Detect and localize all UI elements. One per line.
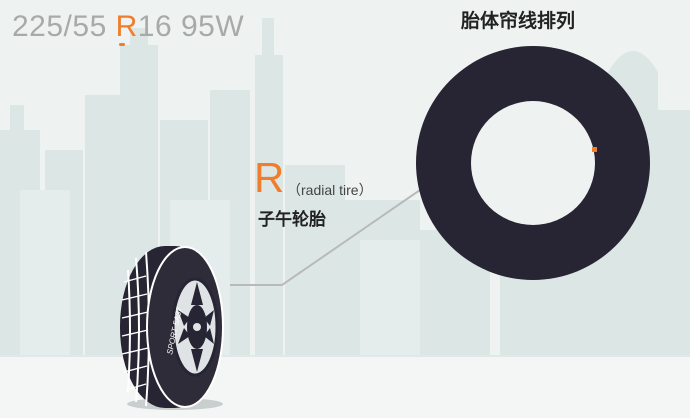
callout-english: （radial tire） <box>287 182 373 198</box>
ply-diagram-title: 胎体帘线排列 <box>461 10 576 32</box>
ply-diagram-ring <box>416 46 650 280</box>
highlight-dot <box>118 43 125 46</box>
spec-construction-code: R <box>116 10 138 46</box>
tire-illustration <box>120 246 224 410</box>
ply-marker <box>592 147 597 152</box>
spec-rim-load-speed: 16 95W <box>137 10 245 43</box>
ground <box>0 355 690 418</box>
callout-letter: R <box>254 154 285 201</box>
callout-chinese: 子午轮胎 <box>258 210 326 230</box>
spec-width-ratio: 225/55 <box>12 10 116 43</box>
callout-line <box>230 189 421 286</box>
